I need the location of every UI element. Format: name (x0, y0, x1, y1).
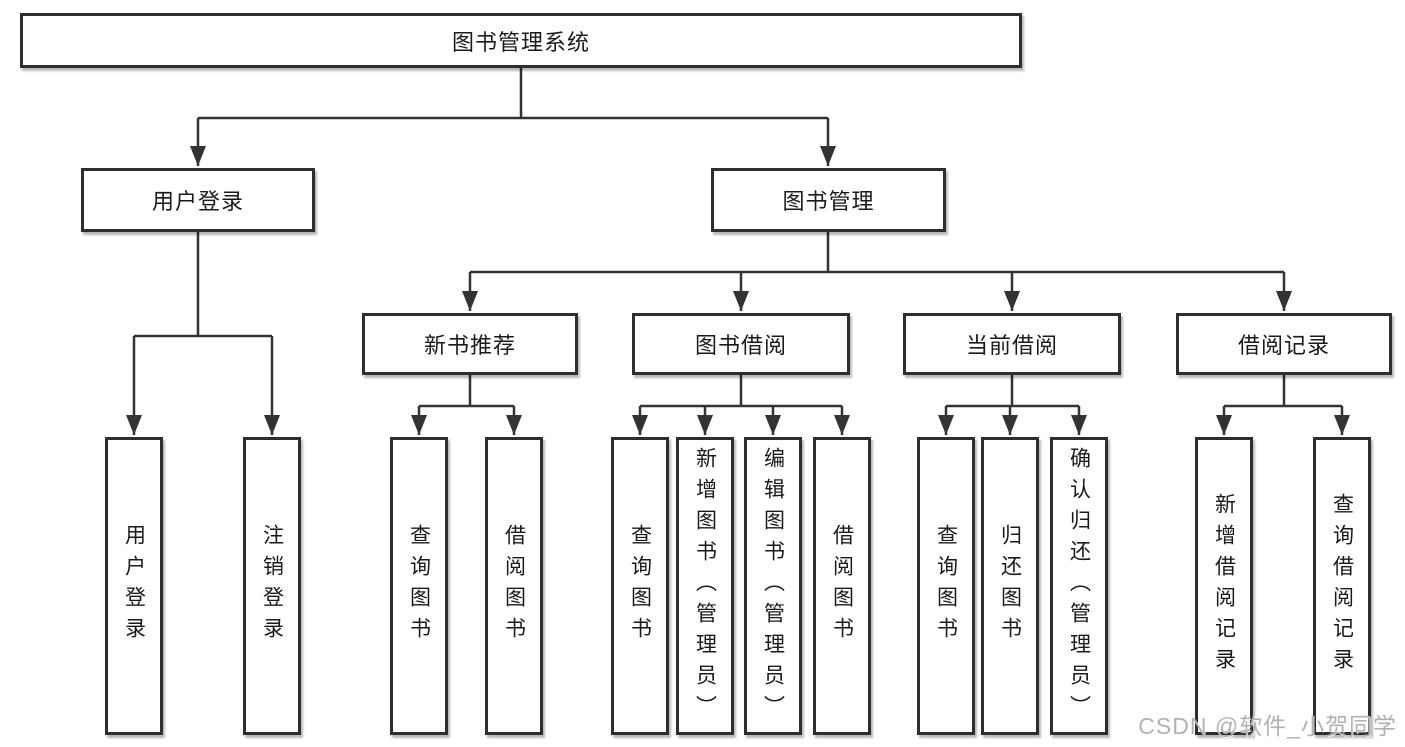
node-book-management: 图书管理 (711, 168, 946, 232)
node-new-book-recommend: 新书推荐 (362, 313, 578, 375)
leaf-query-books: 查询图书 (611, 437, 669, 735)
leaf-query-books: 查询图书 (917, 437, 975, 735)
leaf-logout: 注销登录 (243, 437, 301, 735)
leaf-add-borrow-record: 新增借阅记录 (1195, 437, 1253, 735)
leaf-edit-books-admin: 编辑图书（管理员） (744, 437, 802, 735)
node-borrow-records: 借阅记录 (1176, 313, 1392, 375)
node-current-borrow: 当前借阅 (903, 313, 1121, 375)
leaf-return-books: 归还图书 (981, 437, 1039, 735)
leaf-confirm-return-admin: 确认归还（管理员） (1050, 437, 1108, 735)
leaf-borrow-books: 借阅图书 (485, 437, 543, 735)
node-root-system: 图书管理系统 (20, 13, 1022, 68)
leaf-borrow-books: 借阅图书 (813, 437, 871, 735)
csdn-watermark: CSDN @软件_小贺同学 (1138, 713, 1397, 739)
leaf-query-books: 查询图书 (390, 437, 448, 735)
node-book-borrow: 图书借阅 (632, 313, 850, 375)
leaf-query-borrow-record: 查询借阅记录 (1313, 437, 1371, 735)
node-user-login: 用户登录 (81, 168, 315, 232)
leaf-add-books-admin: 新增图书（管理员） (676, 437, 734, 735)
leaf-user-login: 用户登录 (105, 437, 163, 735)
